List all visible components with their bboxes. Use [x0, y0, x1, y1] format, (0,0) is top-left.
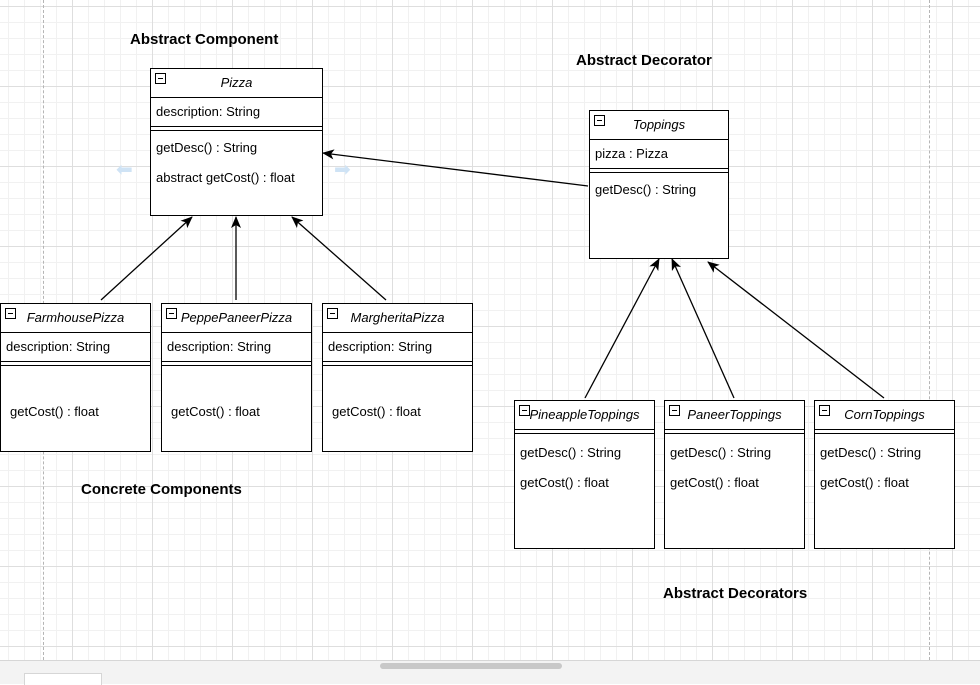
class-header[interactable]: PaneerToppings: [665, 401, 804, 430]
label-abstract-component: Abstract Component: [130, 31, 279, 48]
attribute-row[interactable]: description: String: [151, 98, 322, 127]
class-peppe-paneer-pizza[interactable]: PeppePaneerPizza description: String get…: [161, 303, 312, 452]
method-row[interactable]: getDesc() : String: [520, 445, 622, 460]
collapse-icon[interactable]: [155, 73, 166, 84]
connector-corn-to-toppings[interactable]: [707, 261, 885, 399]
compartment-divider: [815, 430, 954, 434]
method-row[interactable]: getCost() : float: [670, 475, 759, 490]
class-name: Pizza: [220, 75, 253, 90]
class-header[interactable]: PeppePaneerPizza: [162, 304, 311, 333]
attribute-row[interactable]: description: String: [162, 333, 311, 362]
class-corn-toppings[interactable]: CornToppings getDesc() : String getCost(…: [814, 400, 955, 549]
collapse-icon[interactable]: [519, 405, 530, 416]
collapse-icon[interactable]: [594, 115, 605, 126]
method-row[interactable]: getCost() : float: [10, 404, 99, 419]
method-row[interactable]: getCost() : float: [820, 475, 909, 490]
method-row[interactable]: getDesc() : String: [670, 445, 772, 460]
class-header[interactable]: Pizza: [151, 69, 322, 98]
compartment-divider: [1, 362, 150, 366]
page-tab[interactable]: [24, 673, 102, 685]
connector-pineapple-to-toppings[interactable]: [584, 258, 660, 399]
attribute-row[interactable]: pizza : Pizza: [590, 140, 728, 169]
compartment-divider: [323, 362, 472, 366]
class-header[interactable]: FarmhousePizza: [1, 304, 150, 333]
method-row[interactable]: getCost() : float: [520, 475, 609, 490]
horizontal-scrollbar[interactable]: [380, 663, 562, 669]
class-name: CornToppings: [844, 407, 925, 422]
class-pineapple-toppings[interactable]: PineappleToppings getDesc() : String get…: [514, 400, 655, 549]
hover-hint-right-arrow-icon[interactable]: ➡: [334, 159, 351, 181]
connector-paneer-to-toppings[interactable]: [671, 258, 735, 399]
attribute-row[interactable]: description: String: [1, 333, 150, 362]
class-header[interactable]: CornToppings: [815, 401, 954, 430]
attribute-row[interactable]: description: String: [323, 333, 472, 362]
connector-layer: [100, 149, 885, 399]
diagram-canvas[interactable]: ⬅ ➡ Abstract Component Abstract Decorato…: [0, 0, 980, 660]
connector-farmhouse-to-pizza[interactable]: [100, 216, 193, 301]
method-row[interactable]: getDesc() : String: [156, 140, 258, 155]
collapse-icon[interactable]: [5, 308, 16, 319]
collapse-icon[interactable]: [327, 308, 338, 319]
class-name: PineappleToppings: [529, 407, 640, 422]
class-farmhouse-pizza[interactable]: FarmhousePizza description: String getCo…: [0, 303, 151, 452]
compartment-divider: [665, 430, 804, 434]
class-name: PeppePaneerPizza: [180, 310, 293, 325]
collapse-icon[interactable]: [166, 308, 177, 319]
class-header[interactable]: PineappleToppings: [515, 401, 654, 430]
collapse-icon[interactable]: [819, 405, 830, 416]
label-abstract-decorator: Abstract Decorator: [576, 52, 712, 69]
class-header[interactable]: Toppings: [590, 111, 728, 140]
class-name: PaneerToppings: [687, 407, 782, 422]
method-row[interactable]: getCost() : float: [171, 404, 260, 419]
class-paneer-toppings[interactable]: PaneerToppings getDesc() : String getCos…: [664, 400, 805, 549]
collapse-icon[interactable]: [669, 405, 680, 416]
class-pizza[interactable]: Pizza description: String getDesc() : St…: [150, 68, 323, 216]
method-row[interactable]: getCost() : float: [332, 404, 421, 419]
compartment-divider: [162, 362, 311, 366]
page-boundary-right: [929, 0, 930, 660]
class-name: FarmhousePizza: [26, 310, 125, 325]
label-concrete-components: Concrete Components: [81, 481, 242, 498]
label-abstract-decorators: Abstract Decorators: [663, 585, 808, 602]
class-name: Toppings: [632, 117, 686, 132]
connector-margherita-to-pizza[interactable]: [291, 216, 387, 301]
class-name: MargheritaPizza: [350, 310, 445, 325]
class-margherita-pizza[interactable]: MargheritaPizza description: String getC…: [322, 303, 473, 452]
method-row[interactable]: getDesc() : String: [595, 182, 697, 197]
compartment-divider: [151, 127, 322, 131]
compartment-divider: [590, 169, 728, 173]
method-row[interactable]: getDesc() : String: [820, 445, 922, 460]
compartment-divider: [515, 430, 654, 434]
hover-hint-left-arrow-icon[interactable]: ⬅: [116, 159, 133, 181]
method-row[interactable]: abstract getCost() : float: [156, 170, 295, 185]
class-header[interactable]: MargheritaPizza: [323, 304, 472, 333]
connector-toppings-to-pizza[interactable]: [322, 149, 589, 187]
class-toppings[interactable]: Toppings pizza : Pizza getDesc() : Strin…: [589, 110, 729, 259]
